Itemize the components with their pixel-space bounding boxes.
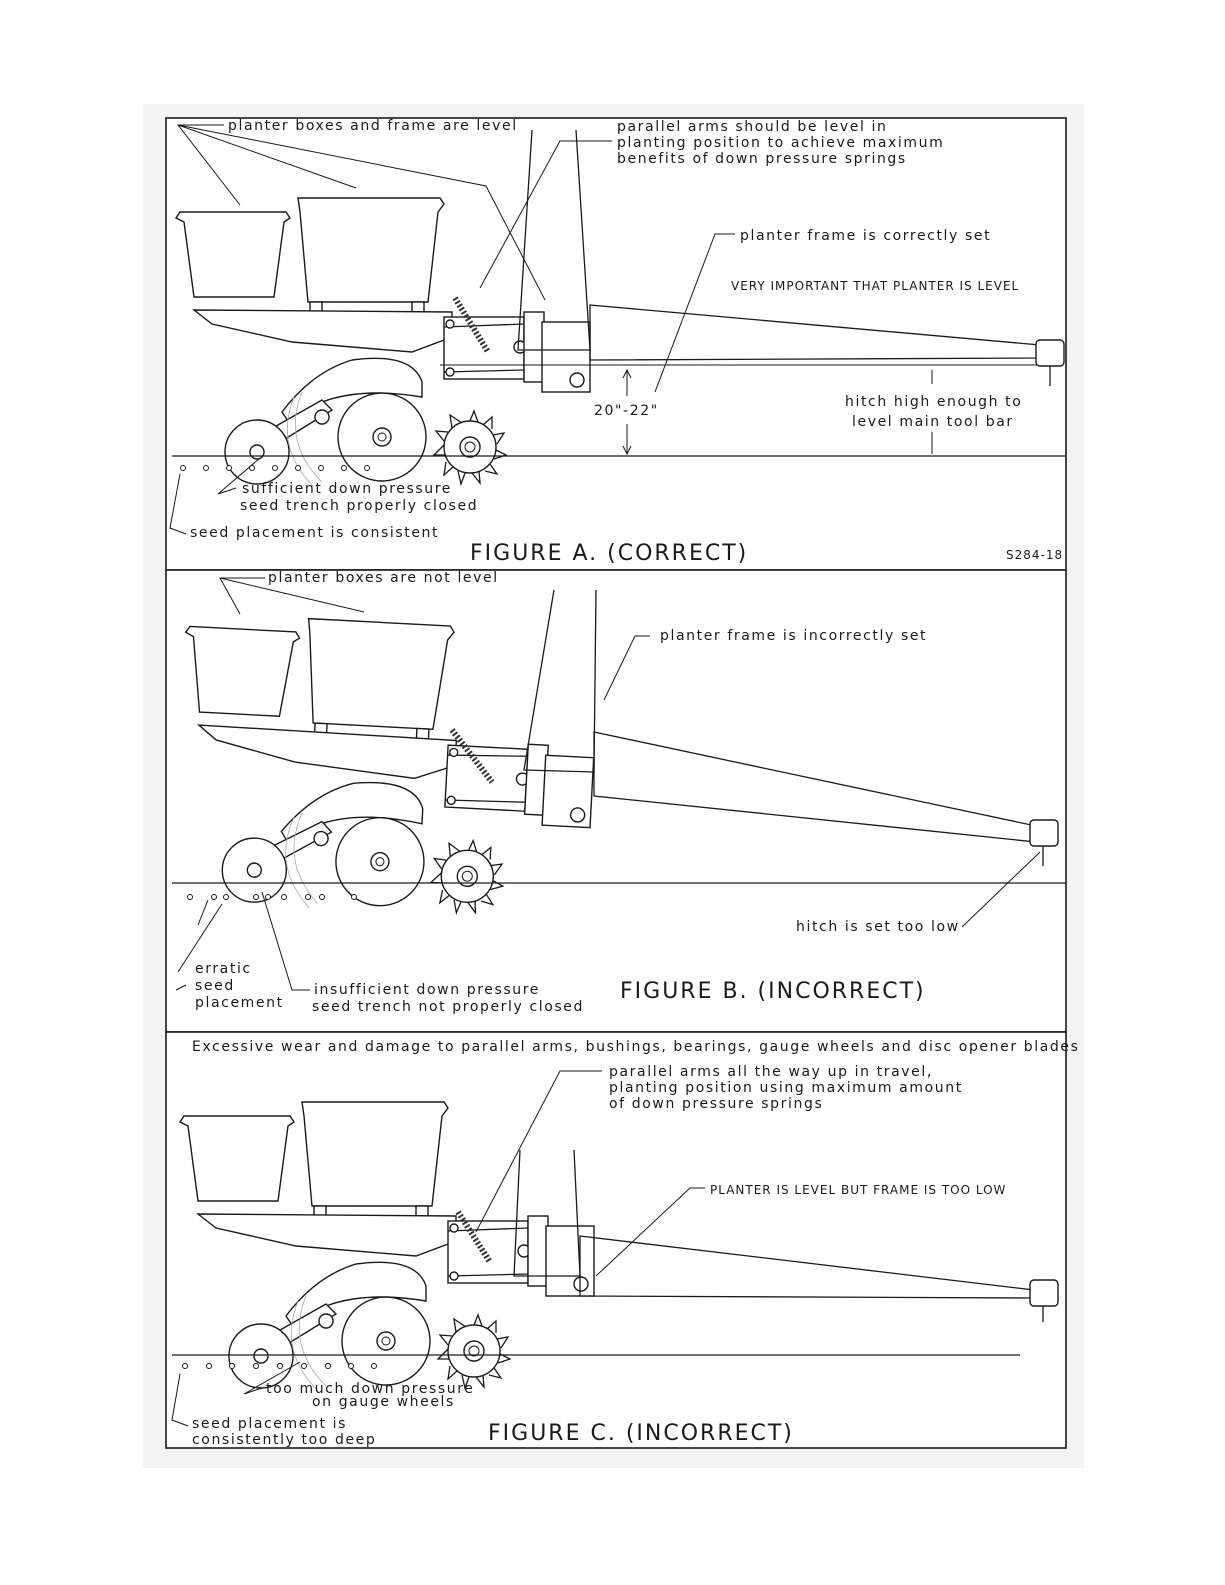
figure-c-label-parallel-2: planting position using maximum amount [609, 1080, 963, 1096]
figure-c-hitch [1029, 1279, 1059, 1322]
figure-a-label-parallel-1: parallel arms should be level in [617, 119, 888, 135]
figure-a: planter boxes and frame are level parall… [165, 117, 1067, 571]
figure-b-label-pressure-2: seed trench not properly closed [312, 999, 584, 1015]
figure-a-label-parallel-3: benefits of down pressure springs [617, 151, 907, 167]
figure-b-hitch [1029, 819, 1059, 866]
figure-c-label-pressure-2: on gauge wheels [312, 1394, 455, 1410]
figure-b-label-boxes: planter boxes are not level [268, 570, 499, 586]
figure-b-label-frame: planter frame is incorrectly set [660, 628, 927, 644]
figure-a-label-hitch-1: hitch high enough to [845, 394, 1022, 410]
figure-c-spring [455, 1210, 493, 1264]
figure-b-label-hitch: hitch is set too low [796, 919, 960, 935]
figure-b-label-erratic-3: placement [195, 995, 284, 1011]
figure-b-label-pressure-1: insufficient down pressure [314, 982, 540, 998]
figure-a-title: FIGURE A. (CORRECT) [470, 541, 748, 566]
figure-b-seeds [187, 894, 357, 900]
figure-a-label-height: 20"-22" [594, 403, 659, 419]
figure-b-title: FIGURE B. (INCORRECT) [620, 979, 926, 1004]
figure-a-code: S284-18 [1006, 548, 1063, 562]
figure-a-toolbar [517, 129, 591, 351]
figure-c-label-seed-1: seed placement is [192, 1416, 347, 1432]
figure-b-frame [165, 569, 1067, 1033]
figure-a-label-important: VERY IMPORTANT THAT PLANTER IS LEVEL [731, 279, 1019, 293]
figure-a-label-seed: seed placement is consistent [190, 525, 439, 541]
figure-a-label-parallel-2: planting position to achieve maximum [617, 135, 944, 151]
figure-a-spring [452, 296, 491, 354]
figure-a-hitch [1035, 339, 1065, 386]
figure-a-label-frame-correct: planter frame is correctly set [740, 228, 991, 244]
figure-c-label-pressure-1: too much down pressure [266, 1381, 475, 1397]
figure-b-label-erratic-1: erratic [195, 961, 252, 977]
figure-b-label-erratic-2: seed [195, 978, 235, 994]
figure-b: planter boxes are not level planter fram… [165, 569, 1067, 1033]
figure-c: Excessive wear and damage to parallel ar… [165, 1031, 1080, 1449]
figure-c-label-parallel-3: of down pressure springs [609, 1096, 823, 1112]
figure-c-label-parallel-1: parallel arms all the way up in travel, [609, 1064, 933, 1080]
figure-c-label-wear: Excessive wear and damage to parallel ar… [192, 1039, 1080, 1055]
figure-c-label-seed-2: consistently too deep [192, 1432, 376, 1448]
figure-a-label-pressure-1: sufficient down pressure [242, 481, 452, 497]
figure-a-label-boxes-level: planter boxes and frame are level [228, 118, 518, 134]
figure-a-seeds [180, 465, 370, 471]
figure-a-label-pressure-2: seed trench properly closed [240, 498, 478, 514]
figure-b-spring [449, 728, 495, 784]
figure-c-seeds [182, 1363, 377, 1369]
figure-a-label-hitch-2: level main tool bar [852, 414, 1014, 430]
figure-c-toolbar [513, 1149, 581, 1277]
figure-c-label-level-low: PLANTER IS LEVEL BUT FRAME IS TOO LOW [710, 1183, 1006, 1197]
figure-c-title: FIGURE C. (INCORRECT) [488, 1421, 794, 1446]
figure-b-toolbar [523, 589, 597, 773]
